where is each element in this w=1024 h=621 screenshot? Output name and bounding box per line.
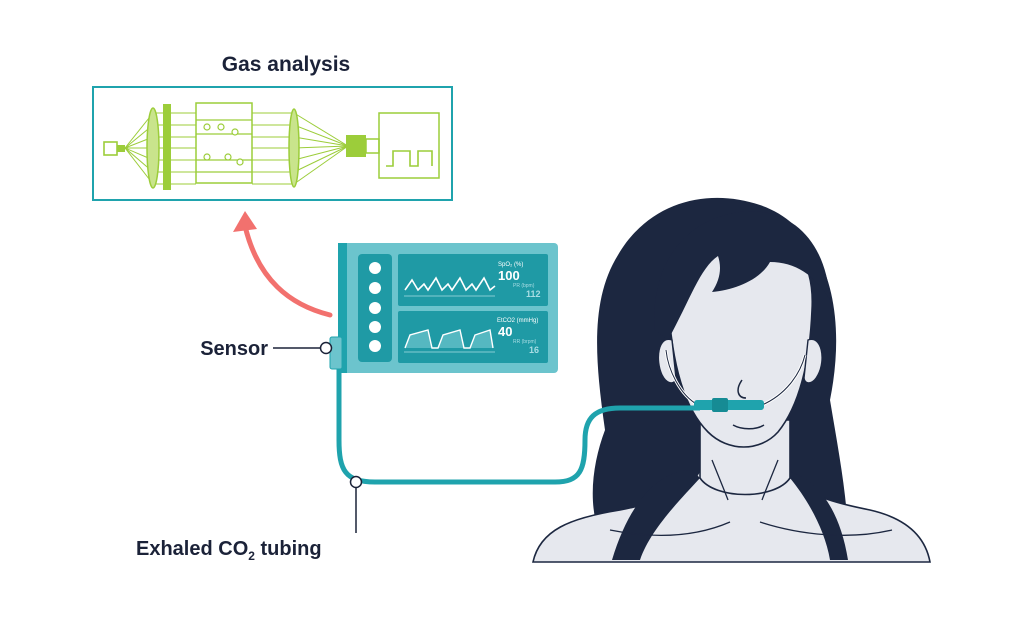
nasal-cannula — [694, 400, 764, 410]
capnogram-waveform — [404, 329, 494, 349]
rr-value: 16 — [529, 345, 539, 355]
circuit-traces — [196, 119, 252, 173]
pr-value: 112 — [526, 289, 541, 299]
sensor-port — [329, 336, 343, 370]
lens-left — [146, 107, 160, 189]
beam-right — [252, 112, 349, 185]
sample-chamber — [195, 102, 253, 184]
monitor-button-4[interactable] — [369, 321, 381, 333]
spo2-label: SpO₂ (%) — [498, 262, 523, 268]
lens-right — [288, 108, 300, 188]
bangs — [654, 211, 830, 340]
tubing-label-subscript: 2 — [248, 549, 255, 563]
tubing-callout: Exhaled CO2 tubing — [136, 475, 363, 563]
sensor-label: Sensor — [200, 338, 268, 360]
hair-right-strand — [790, 472, 848, 560]
monitor-button-5[interactable] — [369, 340, 381, 352]
data-flow-arrow — [233, 211, 333, 318]
collarbones — [609, 521, 893, 536]
screen-etco2 — [398, 311, 548, 363]
etco2-value: 40 — [498, 324, 512, 339]
etco2-label: EtCO2 (mmHg) — [497, 318, 538, 324]
tubing-label: Exhaled CO2 tubing — [136, 538, 322, 563]
monitor-button-3[interactable] — [369, 302, 381, 314]
neck-lines — [711, 459, 779, 501]
tubing-label-prefix: Exhaled CO — [136, 538, 248, 560]
hair-left-strand — [612, 470, 700, 560]
capnography-monitor: SpO₂ (%) 100 PR (bpm) 112 EtCO2 (mmHg) 4… — [329, 243, 558, 373]
monitor-button-2[interactable] — [369, 282, 381, 294]
detector — [346, 135, 366, 157]
monitor-button-1[interactable] — [369, 262, 381, 274]
emitter — [117, 145, 125, 152]
pr-label: PR (bpm) — [513, 283, 535, 289]
diagram-title: Gas analysis — [222, 53, 350, 76]
tubing-label-suffix: tubing — [255, 538, 322, 560]
ear-right — [803, 338, 823, 384]
sensor-callout: Sensor — [200, 338, 333, 360]
mouth — [732, 424, 765, 430]
output-display — [378, 112, 440, 179]
output-square-wave — [386, 150, 433, 167]
spo2-value: 100 — [498, 268, 520, 283]
filter-bar — [163, 104, 171, 190]
gas-analysis-schematic — [92, 86, 453, 201]
pleth-waveform — [404, 276, 496, 292]
screen-spo2 — [398, 254, 548, 306]
rr-label: RR (brpm) — [513, 339, 537, 345]
nose — [737, 379, 747, 399]
co2-tubing — [336, 368, 764, 485]
patient-illustration — [532, 197, 931, 563]
